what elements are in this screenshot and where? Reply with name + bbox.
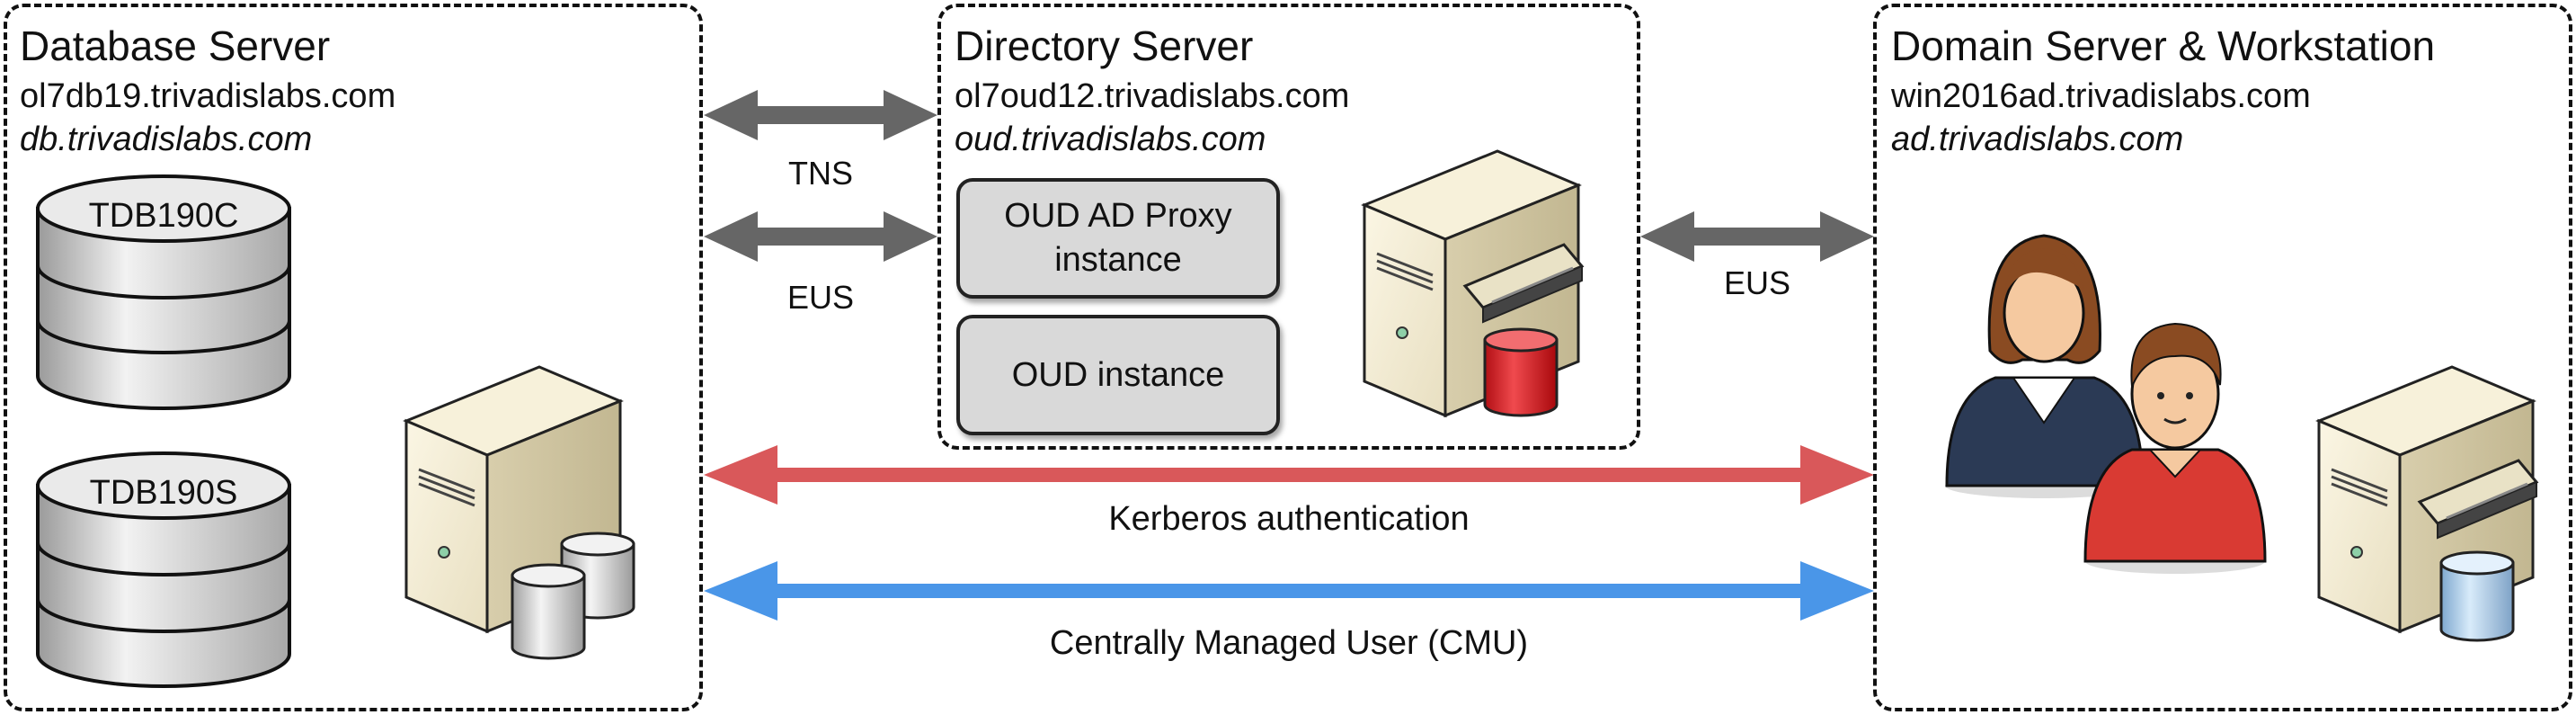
cmu-label: Centrally Managed User (CMU): [1049, 624, 1529, 662]
database-server-tower-icon: [403, 365, 635, 660]
eus-db-arrow: [704, 211, 937, 262]
database-server-title: Database Server: [20, 22, 331, 69]
database-stack-tdb190c: [36, 174, 291, 410]
domain-server-alias: ad.trivadislabs.com: [1891, 121, 2184, 158]
eus-ad-label: EUS: [1723, 264, 1791, 301]
directory-server-hostname: ol7oud12.trivadislabs.com: [955, 77, 1350, 115]
directory-server-tower-icon: [1361, 149, 1585, 418]
directory-server-title: Directory Server: [955, 22, 1254, 69]
tns-label: TNS: [788, 155, 853, 192]
directory-server-alias: oud.trivadislabs.com: [955, 121, 1266, 158]
database-stack-tdb190s: [36, 451, 291, 688]
tns-arrow: [704, 90, 937, 140]
domain-server-title: Domain Server & Workstation: [1891, 22, 2436, 69]
domain-server-hostname: win2016ad.trivadislabs.com: [1891, 77, 2311, 115]
domain-server-box: [1873, 4, 2572, 711]
cmu-arrow: [704, 561, 1874, 621]
oud-instance: OUD instance: [956, 315, 1280, 435]
users-icon: [1945, 234, 2267, 574]
eus-ad-arrow: [1640, 211, 1874, 262]
kerberos-arrow: [704, 445, 1874, 505]
oud-ad-proxy-instance-label: OUD AD Proxy instance: [1004, 197, 1232, 279]
kerberos-label: Kerberos authentication: [1108, 500, 1470, 538]
oud-ad-proxy-instance: OUD AD Proxy instance: [956, 178, 1280, 299]
database-label-tdb190s: TDB190S: [90, 474, 238, 512]
database-server-alias: db.trivadislabs.com: [20, 121, 313, 158]
database-server-hostname: ol7db19.trivadislabs.com: [20, 77, 396, 115]
directory-server-box: [937, 4, 1640, 450]
database-server-box: [4, 4, 703, 711]
domain-server-tower-icon: [2315, 365, 2539, 642]
oud-instance-label: OUD instance: [1011, 355, 1225, 394]
eus-db-label: EUS: [786, 279, 855, 316]
database-label-tdb190c: TDB190C: [89, 197, 239, 235]
